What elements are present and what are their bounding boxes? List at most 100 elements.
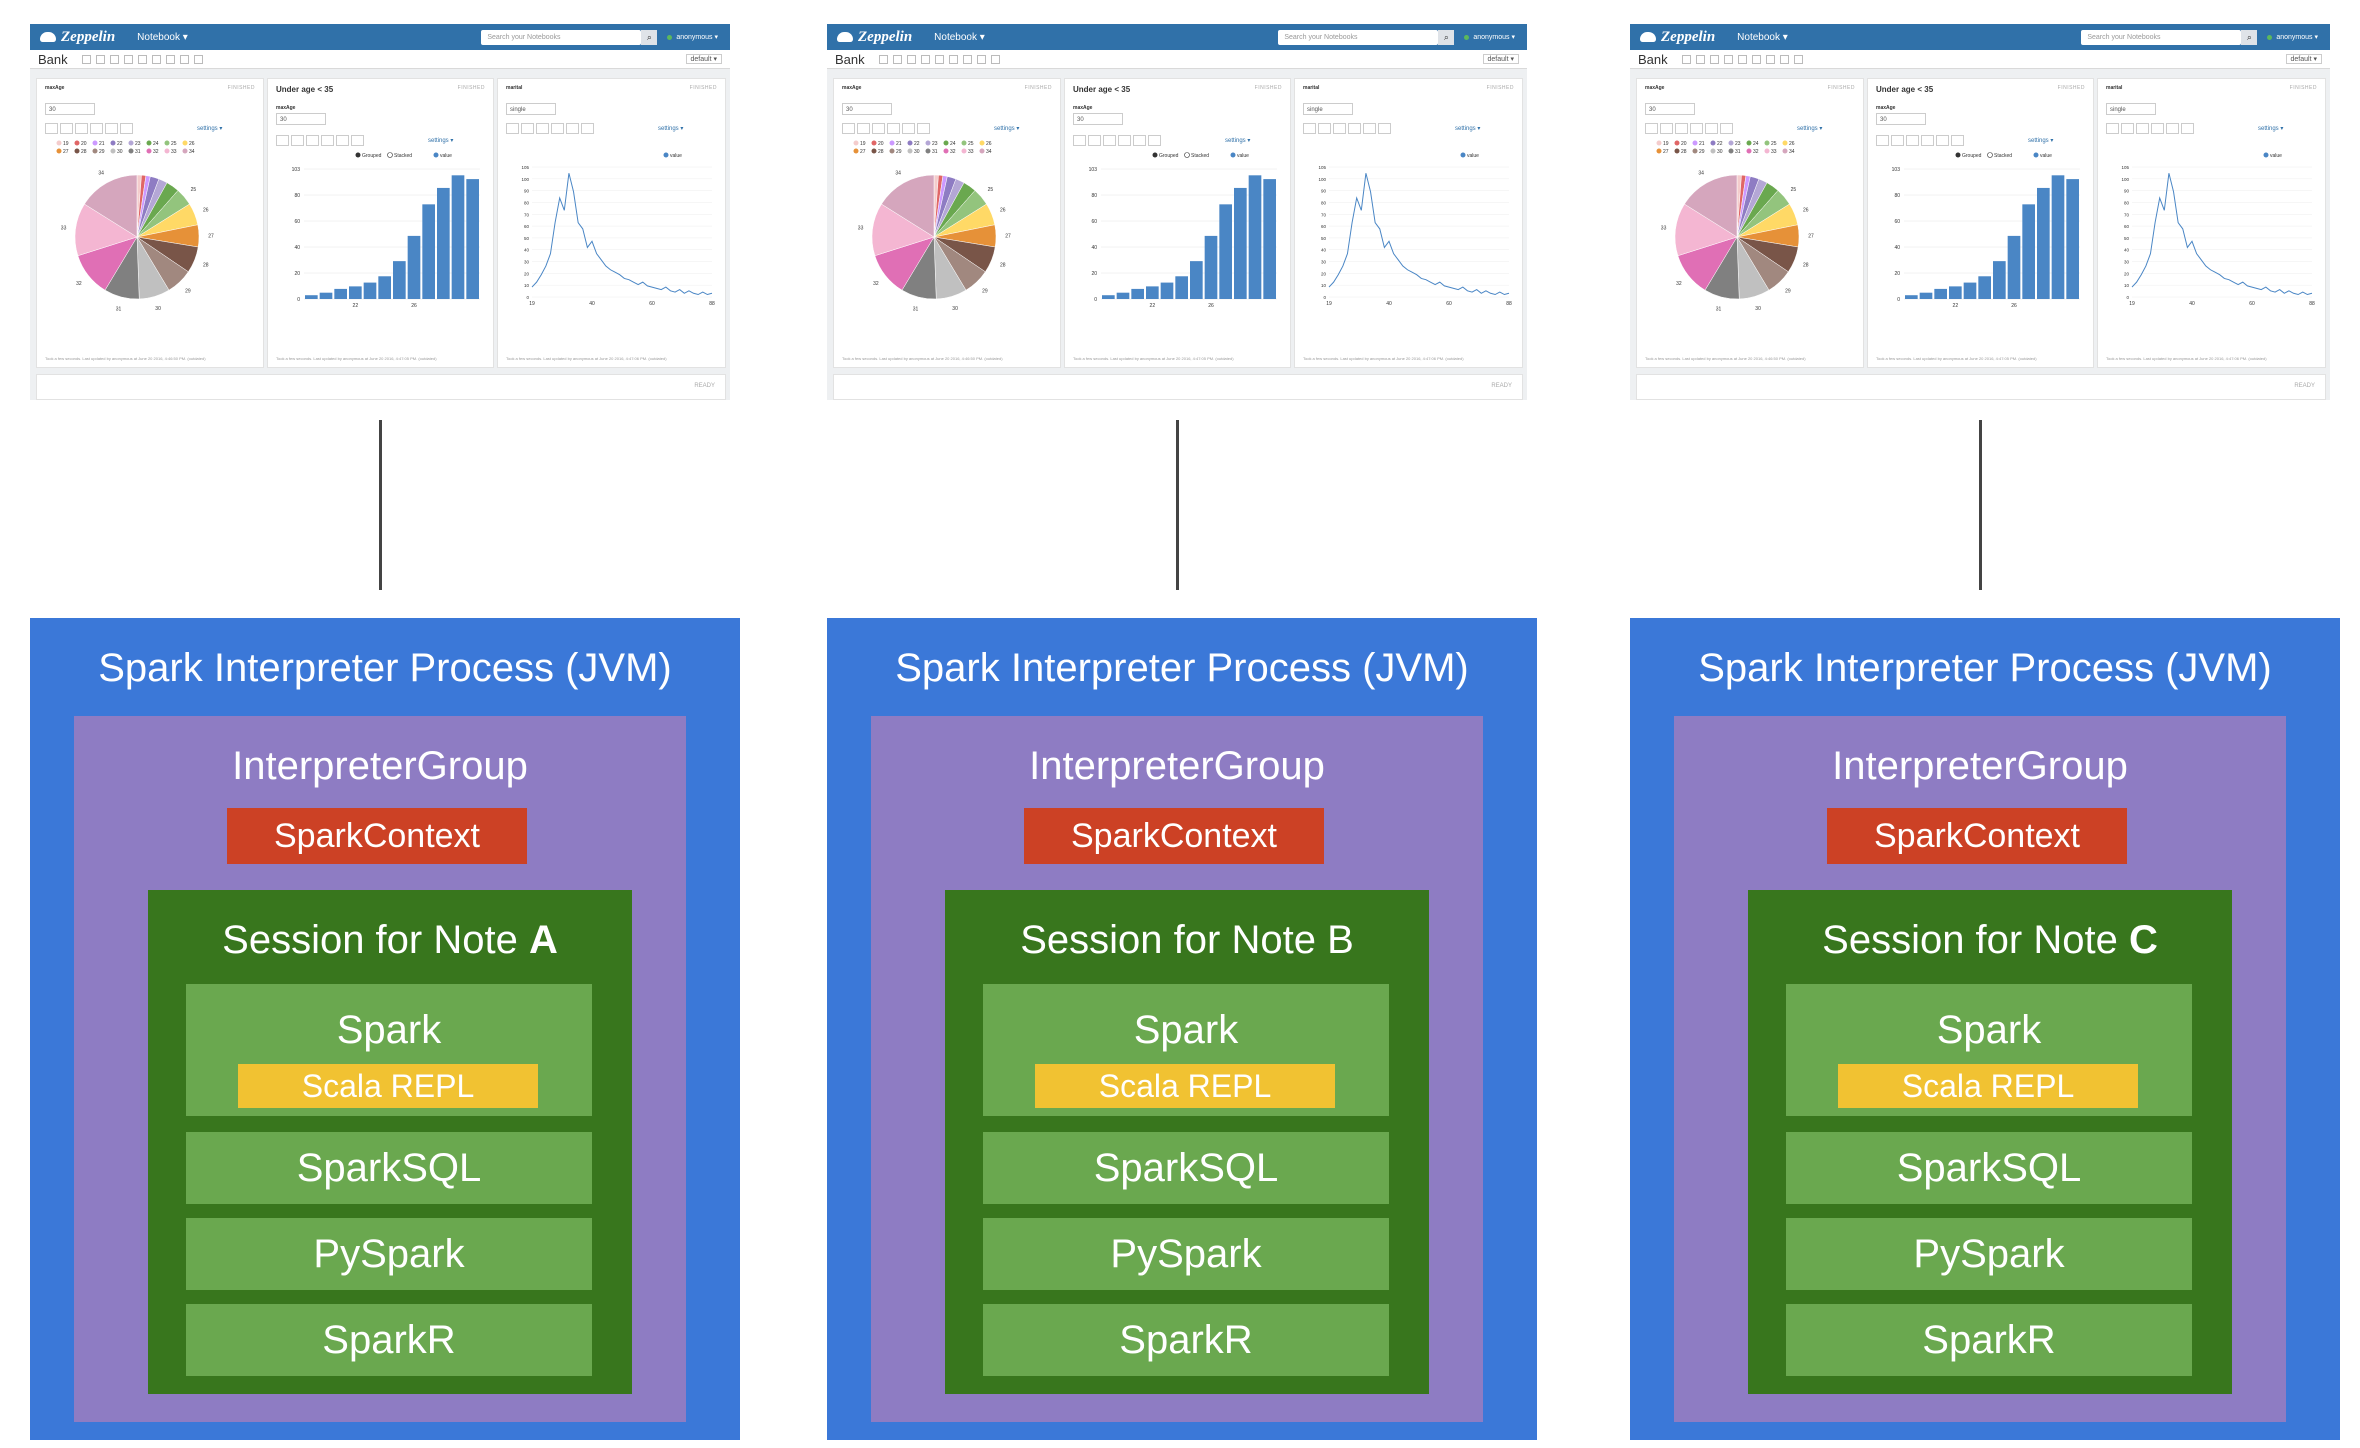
run-all-icon[interactable] xyxy=(878,54,888,64)
show-output-icon[interactable] xyxy=(906,54,916,64)
y-tick-label: 103 xyxy=(292,167,301,173)
notebook-menu[interactable]: Notebook ▾ xyxy=(934,31,985,43)
chart-type-buttons[interactable] xyxy=(506,123,596,134)
run-all-icon[interactable] xyxy=(81,54,91,64)
bar xyxy=(451,175,465,299)
paragraph-form-input[interactable]: single xyxy=(2106,103,2156,115)
chart-type-buttons[interactable] xyxy=(1876,135,1966,146)
show-output-icon[interactable] xyxy=(109,54,119,64)
settings-link[interactable]: settings ▾ xyxy=(2258,126,2284,132)
note-title[interactable]: Bank xyxy=(835,51,865,67)
paragraph-form-input[interactable]: single xyxy=(1303,103,1353,115)
interpreter-binding-select[interactable]: default ▾ xyxy=(685,54,722,64)
version-icon[interactable] xyxy=(165,54,175,64)
search-input[interactable]: Search your Notebooks xyxy=(1278,29,1439,45)
chart-type-buttons[interactable] xyxy=(2106,123,2196,134)
paragraph-form-input[interactable]: single xyxy=(506,103,556,115)
paragraph-form-input[interactable]: 30 xyxy=(45,103,95,115)
settings-link[interactable]: settings ▾ xyxy=(428,138,454,144)
show-code-icon[interactable] xyxy=(892,54,902,64)
interpreter-binding-select[interactable]: default ▾ xyxy=(1482,54,1519,64)
search-icon[interactable]: ⌕ xyxy=(641,29,658,45)
paragraph-form-input[interactable]: 30 xyxy=(276,113,326,125)
paragraph-form-input[interactable]: 30 xyxy=(842,103,892,115)
y-tick-label: 30 xyxy=(2124,260,2130,265)
clone-icon[interactable] xyxy=(1737,54,1747,64)
y-tick-label: 105 xyxy=(2121,165,2129,170)
interpreter-group-box: InterpreterGroup SparkContext Session fo… xyxy=(871,716,1483,1422)
chart-type-buttons[interactable] xyxy=(1303,123,1393,134)
chart-type-buttons[interactable] xyxy=(1645,123,1735,134)
settings-link[interactable]: settings ▾ xyxy=(1455,126,1481,132)
clone-icon[interactable] xyxy=(137,54,147,64)
chart-type-buttons[interactable] xyxy=(1073,135,1163,146)
note-title[interactable]: Bank xyxy=(1638,51,1668,67)
pie-legend-label: 22 xyxy=(1717,141,1723,147)
show-output-icon[interactable] xyxy=(1709,54,1719,64)
clear-output-icon[interactable] xyxy=(1723,54,1733,64)
stacked-radio-icon xyxy=(1987,152,1993,158)
clone-icon[interactable] xyxy=(934,54,944,64)
spark-interpreter-box: Spark Scala REPL xyxy=(1786,984,2192,1116)
notebook-menu[interactable]: Notebook ▾ xyxy=(137,31,188,43)
version-icon[interactable] xyxy=(962,54,972,64)
paragraph-form-input[interactable]: 30 xyxy=(1073,113,1123,125)
series-legend-swatch xyxy=(2263,152,2269,158)
note-title[interactable]: Bank xyxy=(38,51,68,67)
delete-icon[interactable] xyxy=(976,54,986,64)
settings-link[interactable]: settings ▾ xyxy=(1797,126,1823,132)
new-paragraph[interactable]: READY xyxy=(1636,374,2326,400)
user-menu[interactable]: anonymous ▾ xyxy=(667,33,718,41)
notebook-menu[interactable]: Notebook ▾ xyxy=(1737,31,1788,43)
delete-icon[interactable] xyxy=(179,54,189,64)
run-all-icon[interactable] xyxy=(1681,54,1691,64)
settings-link[interactable]: settings ▾ xyxy=(1225,138,1251,144)
note-action-buttons[interactable] xyxy=(81,54,208,64)
paragraph-form-input[interactable]: 30 xyxy=(1876,113,1926,125)
clear-output-icon[interactable] xyxy=(920,54,930,64)
settings-link[interactable]: settings ▾ xyxy=(197,126,223,132)
clear-output-icon[interactable] xyxy=(123,54,133,64)
schedule-icon[interactable] xyxy=(990,54,1000,64)
search-input[interactable]: Search your Notebooks xyxy=(481,29,642,45)
search-icon[interactable]: ⌕ xyxy=(2241,29,2258,45)
series-legend-label: value xyxy=(670,153,682,159)
show-code-icon[interactable] xyxy=(95,54,105,64)
user-menu[interactable]: anonymous ▾ xyxy=(1464,33,1515,41)
delete-icon[interactable] xyxy=(1779,54,1789,64)
zeppelin-logo[interactable]: Zeppelin xyxy=(1640,29,1715,46)
export-icon[interactable] xyxy=(1751,54,1761,64)
chart-type-buttons[interactable] xyxy=(276,135,366,146)
pie-slice xyxy=(74,203,138,257)
version-icon[interactable] xyxy=(1765,54,1775,64)
note-action-buttons[interactable] xyxy=(1681,54,1808,64)
chart-type-buttons[interactable] xyxy=(842,123,932,134)
x-tick-label: 88 xyxy=(2309,301,2315,307)
zeppelin-logo[interactable]: Zeppelin xyxy=(40,29,115,46)
interpreter-binding-select[interactable]: default ▾ xyxy=(2285,54,2322,64)
schedule-icon[interactable] xyxy=(193,54,203,64)
note-action-buttons[interactable] xyxy=(878,54,1005,64)
new-paragraph[interactable]: READY xyxy=(833,374,1523,400)
grouped-radio-icon xyxy=(1152,152,1158,158)
chart-type-buttons[interactable] xyxy=(45,123,135,134)
settings-link[interactable]: settings ▾ xyxy=(994,126,1020,132)
search-input[interactable]: Search your Notebooks xyxy=(2081,29,2242,45)
y-tick-label: 90 xyxy=(1321,189,1327,194)
y-tick-label: 100 xyxy=(521,177,529,182)
schedule-icon[interactable] xyxy=(1793,54,1803,64)
show-code-icon[interactable] xyxy=(1695,54,1705,64)
export-icon[interactable] xyxy=(948,54,958,64)
app-title: Zeppelin xyxy=(61,28,116,45)
paragraph-form-input[interactable]: 30 xyxy=(1645,103,1695,115)
zeppelin-logo[interactable]: Zeppelin xyxy=(837,29,912,46)
settings-link[interactable]: settings ▾ xyxy=(658,126,684,132)
settings-link[interactable]: settings ▾ xyxy=(2028,138,2054,144)
new-paragraph[interactable]: READY xyxy=(36,374,726,400)
user-menu[interactable]: anonymous ▾ xyxy=(2267,33,2318,41)
export-icon[interactable] xyxy=(151,54,161,64)
x-tick-label: 19 xyxy=(2129,301,2135,307)
search-icon[interactable]: ⌕ xyxy=(1438,29,1455,45)
bar xyxy=(1963,282,1977,299)
